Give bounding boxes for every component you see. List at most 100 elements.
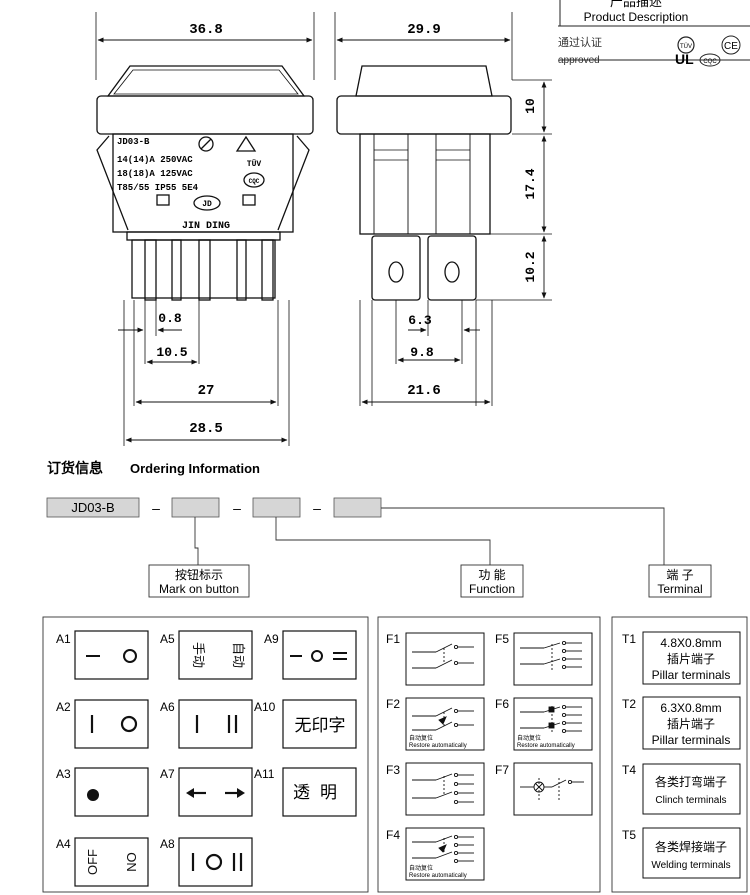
code-a6: A6 — [160, 700, 175, 714]
terminal-t4: 各类打弯端子 Clinch terminals — [655, 774, 727, 806]
t5-type-cn: 各类焊接端子 — [655, 839, 727, 854]
a3-dot-icon — [87, 789, 99, 801]
f4-restore-en: Restore automatically — [409, 873, 467, 879]
code-a11: A11 — [254, 767, 275, 781]
mark-boxes — [74, 630, 357, 887]
f2-restore-en: Restore automatically — [409, 743, 467, 749]
ul-cert-icon: UL — [675, 51, 694, 67]
terminal-t2: 6.3X0.8mm 插片端子 Pillar terminals — [652, 701, 731, 747]
tuv-cert-icon: TÜV — [677, 36, 695, 54]
t1-type-en: Pillar terminals — [652, 668, 731, 682]
code-a3: A3 — [56, 767, 71, 781]
function-panel — [377, 616, 601, 893]
terminal-t1: 4.8X0.8mm 插片端子 Pillar terminals — [652, 636, 731, 682]
a4-off-label: OFF — [85, 849, 100, 875]
a5-auto-label: 自动 — [231, 642, 246, 668]
code-f3: F3 — [386, 763, 400, 777]
dim-0-8: 0.8 — [158, 311, 182, 326]
t4-type-cn: 各类打弯端子 — [655, 774, 727, 789]
f3-circuit-icon — [412, 772, 474, 805]
order-code-row: JD03-B – – – — [46, 497, 382, 518]
ordering-info-title: 订货信息 Ordering Information — [47, 460, 260, 476]
svg-text:Mark on button: Mark on button — [159, 582, 239, 596]
ordering-title-en: Ordering Information — [130, 461, 260, 476]
svg-text:Terminal: Terminal — [657, 582, 702, 596]
mark-jd-logo: JD — [202, 200, 212, 209]
dim-9-8: 9.8 — [410, 345, 434, 360]
f6-restore-en: Restore automatically — [517, 743, 575, 749]
mark-model: JD03-B — [117, 137, 150, 147]
code-a2: A2 — [56, 700, 71, 714]
separator-2: – — [233, 500, 241, 516]
front-view-labels: 36.8 JD03-B 14(14)A 250VAC 18(18)A 125VA… — [117, 22, 261, 437]
function-codes: F1 F2 F3 F4 F5 F6 F7 — [386, 632, 509, 842]
mark-tuv: TÜV — [247, 160, 262, 169]
mark-temp: T85/55 IP55 5E4 — [117, 183, 199, 193]
t2-type-en: Pillar terminals — [652, 733, 731, 747]
code-f5: F5 — [495, 632, 509, 646]
mark-rating-1: 14(14)A 250VAC — [117, 155, 193, 165]
side-view-labels: 29.9 10 17.4 10.2 6.3 9.8 21.6 — [407, 22, 538, 399]
a6-one-two-bars-icon — [195, 715, 238, 733]
a4-off-on-icon: OFF ON — [85, 849, 139, 875]
separator-3: – — [313, 500, 321, 516]
f4-circuit-icon — [412, 834, 474, 864]
code-a5: A5 — [160, 632, 175, 646]
ce-cert-icon: CE — [721, 35, 741, 55]
svg-text:按钮标示: 按钮标示 — [175, 567, 223, 582]
code-f7: F7 — [495, 763, 509, 777]
header-title-cn: 产品描述 — [610, 0, 662, 9]
svg-text:UL: UL — [675, 51, 694, 67]
t2-type-cn: 插片端子 — [667, 717, 715, 731]
group-label-terminal: 端 子 Terminal — [648, 564, 712, 598]
svg-text:功 能: 功 能 — [478, 568, 505, 582]
product-description-header: 产品描述 Product Description 通过认证 approved T… — [558, 0, 750, 67]
a2-bar-circle-icon — [90, 715, 138, 733]
code-t4: T4 — [622, 763, 636, 777]
ordering-title-cn: 订货信息 — [47, 460, 103, 476]
code-f4: F4 — [386, 828, 400, 842]
terminal-codes: T1 T2 T4 T5 — [622, 632, 636, 842]
a9-dash-circle-equals-icon — [290, 650, 347, 662]
a5-manual-auto-icon: 手动 自动 — [191, 642, 246, 668]
svg-text:CQC: CQC — [703, 59, 717, 65]
mark-code-slot — [171, 497, 220, 518]
t4-type-en: Clinch terminals — [655, 795, 726, 806]
a7-left-right-arrows-icon — [186, 788, 245, 798]
dim-28-5: 28.5 — [189, 421, 223, 437]
mark-rating-2: 18(18)A 125VAC — [117, 169, 193, 179]
side-view-drawing — [334, 12, 552, 406]
code-f1: F1 — [386, 632, 400, 646]
dim-17-4: 17.4 — [523, 168, 538, 199]
dim-36-8: 36.8 — [189, 22, 223, 38]
code-t2: T2 — [622, 697, 636, 711]
cqc-cert-icon: CQC — [699, 53, 721, 67]
dim-21-6: 21.6 — [407, 383, 441, 399]
a4-on-label: ON — [124, 852, 139, 872]
f7-lamp-circuit-icon — [520, 778, 584, 800]
a8-bar-circle-bars-icon — [191, 853, 243, 871]
svg-text:CE: CE — [724, 41, 738, 52]
connector-lines — [194, 507, 665, 565]
terminal-panel — [611, 616, 748, 893]
f6-circuit-icon — [520, 704, 582, 734]
f1-circuit-icon — [412, 643, 474, 669]
function-code-slot — [252, 497, 301, 518]
function-boxes — [405, 632, 593, 881]
dim-29-9: 29.9 — [407, 22, 441, 38]
code-t5: T5 — [622, 828, 636, 842]
dim-27: 27 — [198, 383, 215, 399]
terminal-code-slot — [333, 497, 382, 518]
t2-size: 6.3X0.8mm — [660, 701, 721, 715]
group-label-function: 功 能 Function — [460, 564, 524, 598]
code-a8: A8 — [160, 837, 175, 851]
terminal-boxes — [642, 631, 741, 879]
separator-1: – — [152, 500, 160, 516]
a10-no-print-label: 无印字 — [295, 716, 346, 736]
code-a9: A9 — [264, 632, 279, 646]
mark-cqc: CQC — [249, 178, 260, 185]
dim-10-5: 10.5 — [156, 345, 187, 360]
code-a10: A10 — [254, 700, 276, 714]
t1-type-cn: 插片端子 — [667, 652, 715, 666]
front-view-drawing — [95, 12, 315, 446]
